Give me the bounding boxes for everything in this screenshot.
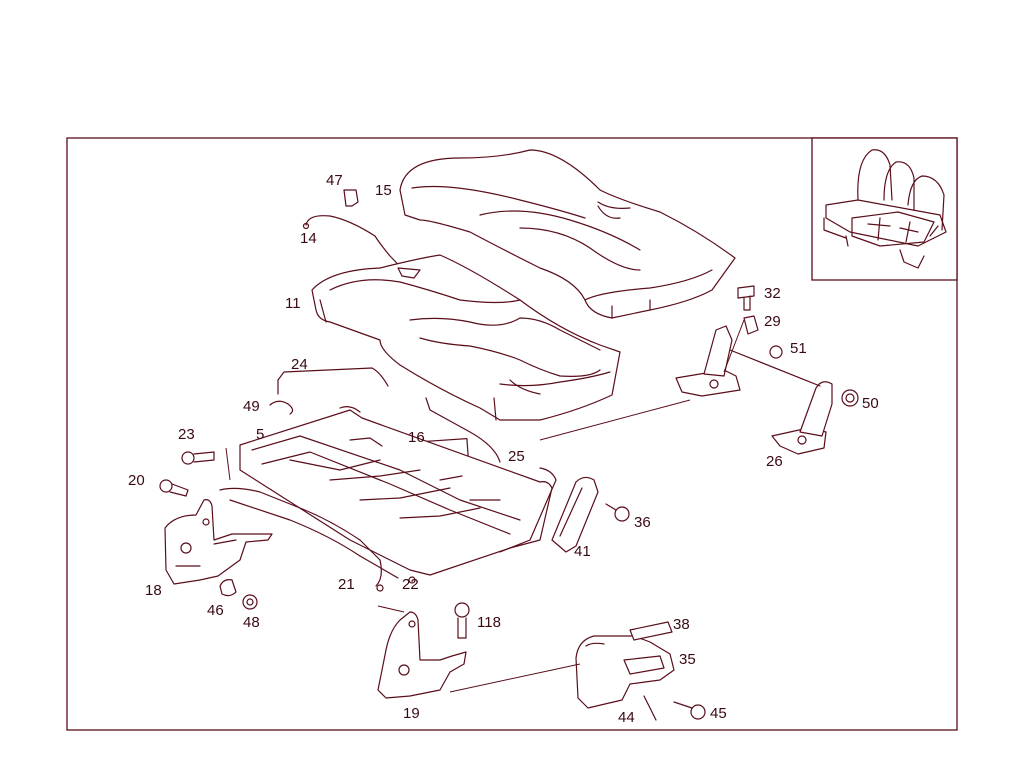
- callout-24: 24: [291, 356, 308, 373]
- cap-50: [841, 389, 859, 407]
- callout-41: 41: [574, 543, 591, 560]
- callout-51: 51: [790, 340, 807, 357]
- leader-lines: [225, 319, 745, 693]
- bushing: [219, 579, 237, 597]
- linkage-rods: [219, 487, 416, 592]
- callout-48: 48: [243, 614, 260, 631]
- trim-strip: [629, 621, 673, 641]
- inset-seat-overview: [811, 137, 958, 281]
- hinge-bracket-lower: [377, 611, 467, 699]
- callout-26: 26: [766, 453, 783, 470]
- callout-46: 46: [207, 602, 224, 619]
- callout-32: 32: [764, 285, 781, 302]
- callout-16: 16: [408, 429, 425, 446]
- callout-47: 47: [326, 172, 343, 189]
- cable-clip: [343, 189, 359, 207]
- hinge-bracket-left: [164, 499, 273, 585]
- diagram-frame: [66, 137, 958, 731]
- callout-labels: 47 15 14 11 32 29 51 50 24 49 23 5 16 25…: [128, 172, 879, 726]
- callout-38: 38: [673, 616, 690, 633]
- seat-cushion-cover: [399, 149, 736, 319]
- clip-29: [743, 315, 759, 335]
- callout-23: 23: [178, 426, 195, 443]
- release-cable: [302, 215, 431, 299]
- side-bracket: [551, 476, 599, 553]
- callout-29: 29: [764, 313, 781, 330]
- callout-11: 11: [285, 295, 301, 312]
- callout-22: 22: [402, 576, 419, 593]
- screw-36: [605, 503, 630, 522]
- callout-14: 14: [300, 230, 317, 247]
- pin-44: [643, 695, 657, 721]
- callout-15: 15: [375, 182, 392, 199]
- hinge-cover: [575, 635, 675, 709]
- callout-118: 118: [477, 614, 501, 631]
- callout-49: 49: [243, 398, 260, 415]
- callout-25: 25: [508, 448, 525, 465]
- spring-rod: [277, 367, 389, 395]
- callout-21: 21: [338, 576, 355, 593]
- bolt-45: [673, 701, 706, 720]
- callout-45: 45: [710, 705, 727, 722]
- screw-23: [181, 451, 215, 465]
- callout-44: 44: [618, 709, 635, 726]
- callout-19: 19: [403, 705, 420, 722]
- bolt-32: [737, 285, 755, 311]
- nut: [242, 594, 258, 610]
- nut-51: [769, 345, 783, 359]
- retaining-clip: [269, 400, 294, 415]
- callout-36: 36: [634, 514, 651, 531]
- bolt-118: [454, 602, 470, 639]
- callout-18: 18: [145, 582, 162, 599]
- screw-20: [159, 479, 189, 497]
- callout-35: 35: [679, 651, 696, 668]
- hinge-assembly-right: [675, 325, 833, 455]
- seat-base-frame: [239, 406, 557, 576]
- callout-5: 5: [256, 426, 264, 443]
- seat-frame-upper: [311, 254, 621, 421]
- callout-50: 50: [862, 395, 879, 412]
- callout-20: 20: [128, 472, 145, 489]
